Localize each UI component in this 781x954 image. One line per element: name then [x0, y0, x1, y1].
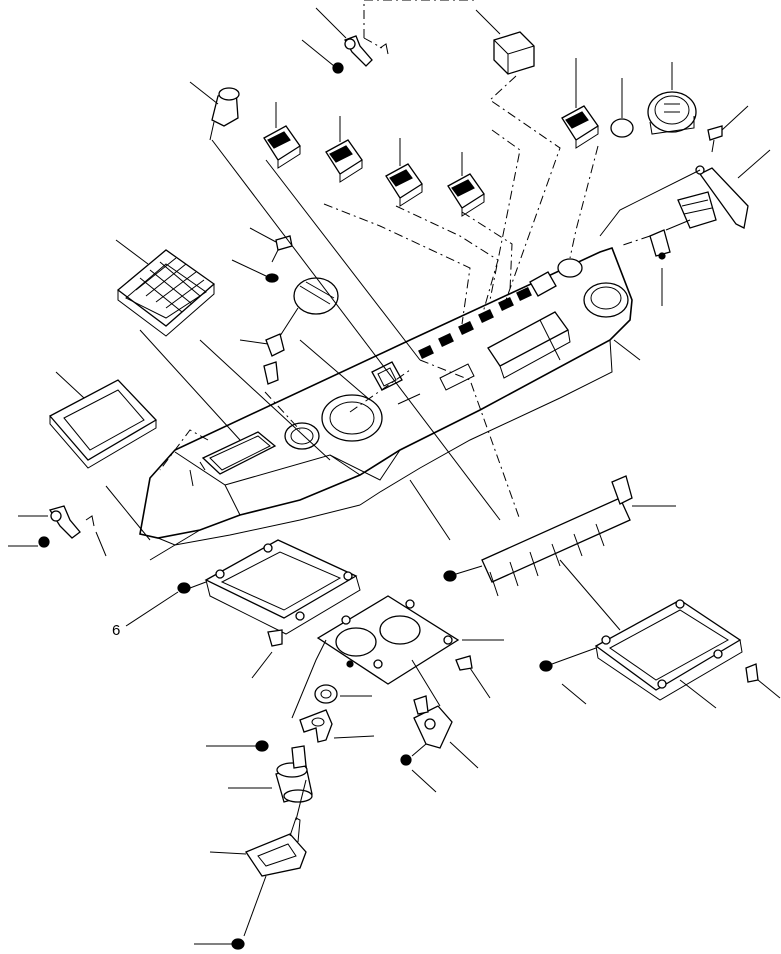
clamp-bracket-top [301, 7, 389, 74]
fuel-cap [239, 277, 339, 385]
clamp-bracket-left [8, 505, 107, 557]
rocker-switch-1 [263, 102, 301, 169]
switch-guard [194, 779, 307, 950]
mount-bracket-small [400, 659, 479, 793]
vent-grille [115, 239, 216, 337]
connector-bracket [665, 149, 771, 231]
rocker-switch-5 [561, 58, 599, 149]
indicator-lamp [610, 78, 634, 138]
routing-lines [159, 0, 651, 521]
cable-clamp [649, 229, 671, 306]
plate-right [539, 599, 781, 709]
leader-lines [105, 139, 701, 631]
rectangular-cover [475, 9, 535, 75]
grommet-ring [314, 684, 372, 704]
filter-gasket [48, 371, 158, 469]
rotary-switch [228, 745, 313, 803]
hour-meter [647, 62, 697, 135]
small-bracket [206, 639, 375, 752]
key-switch [189, 81, 240, 141]
screw-top-right [707, 105, 749, 153]
plate-left [177, 539, 361, 679]
callout-leader-6 [125, 591, 179, 627]
wire-harness-bar [443, 475, 676, 597]
rocker-switch-4 [447, 152, 485, 217]
gauge-mount-plate [316, 595, 504, 699]
callout-label-6: 6 [112, 622, 120, 639]
rocker-switch-2 [325, 116, 363, 183]
bolt-left [231, 227, 293, 283]
rocker-switch-3 [385, 138, 423, 207]
